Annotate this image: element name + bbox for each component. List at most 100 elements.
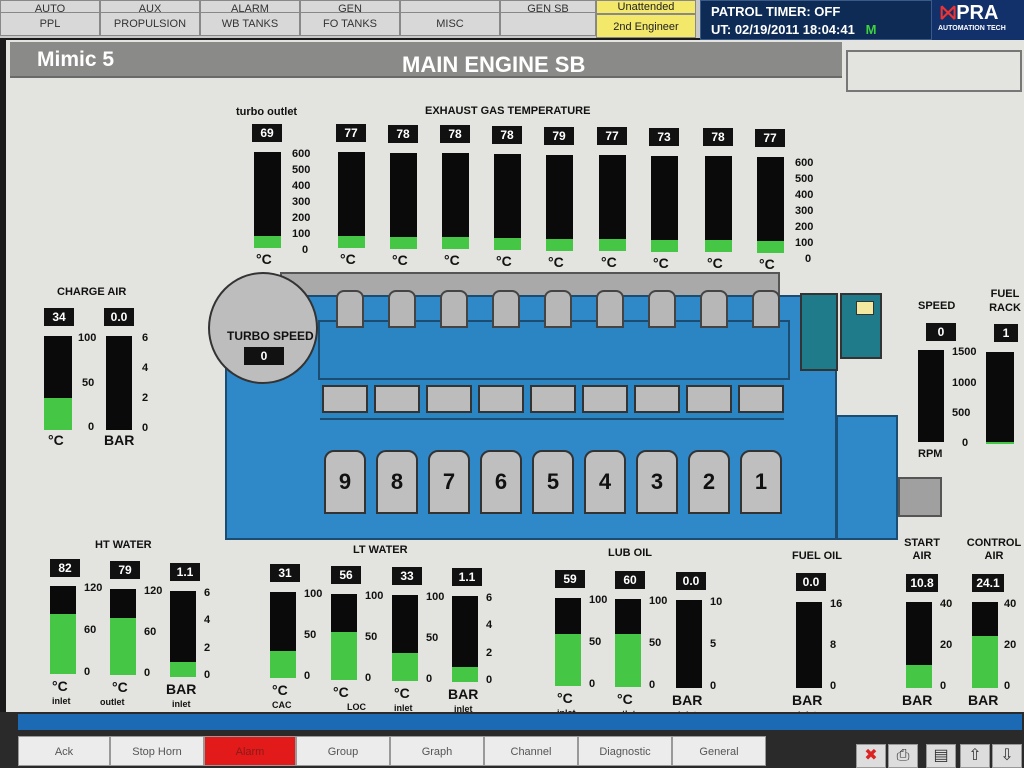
crankcase-door: [322, 385, 368, 413]
speed-label: SPEED: [918, 300, 956, 312]
unit-label: BAR: [104, 432, 135, 448]
lt-water-press-value: 1.1: [452, 568, 482, 586]
exhaust-cyl-bar: [442, 153, 469, 249]
channel-button[interactable]: Channel: [484, 736, 578, 766]
tick: 0: [142, 422, 149, 434]
cylinder-unit: 2: [688, 450, 730, 514]
crankcase-door: [686, 385, 732, 413]
ack-button[interactable]: Ack: [18, 736, 110, 766]
exhaust-cyl-bar: [705, 156, 732, 252]
bar-fill: [254, 236, 281, 248]
unit-label: °C: [601, 254, 617, 270]
cylinder-unit: 3: [636, 450, 678, 514]
exhaust-cyl-bar: [757, 157, 784, 253]
nav-tab-ppl[interactable]: PPL: [0, 12, 100, 36]
arrow-down-icon[interactable]: ⇩: [992, 744, 1022, 768]
tick: 200: [292, 212, 311, 224]
sub-label: inlet: [52, 696, 71, 706]
charge-air-temp-bar: [44, 336, 72, 430]
exhaust-cyl-bar: [494, 154, 521, 250]
title-bar: [10, 42, 842, 78]
general-button[interactable]: General: [672, 736, 766, 766]
print-icon[interactable]: ⎙: [888, 744, 918, 768]
group-button[interactable]: Group: [296, 736, 390, 766]
tick: 20: [940, 639, 953, 651]
tick: 0: [805, 253, 812, 265]
logo-name: PRA: [956, 2, 999, 24]
user-role[interactable]: 2nd Engineer: [596, 14, 696, 38]
graph-button[interactable]: Graph: [390, 736, 484, 766]
nav-tab-wb-tanks[interactable]: WB TANKS: [200, 12, 300, 36]
logbook-icon[interactable]: ▤: [926, 744, 956, 768]
unit-label: BAR: [792, 692, 823, 708]
tick: 6: [142, 332, 149, 344]
arrow-up-icon[interactable]: ⇧: [960, 744, 990, 768]
unit-label: °C: [48, 432, 64, 448]
speed-unit: RPM: [918, 448, 943, 460]
lub-oil-inlet-value: 59: [555, 570, 585, 588]
cylinder-head: [752, 290, 780, 328]
tick: 1000: [952, 377, 977, 389]
tick: 0: [1004, 680, 1011, 692]
nav-tab-misc[interactable]: MISC: [400, 12, 500, 36]
tick: 40: [1004, 598, 1017, 610]
fuel-oil-value: 0.0: [796, 573, 826, 591]
tick: 4: [486, 619, 493, 632]
engine-governor: [800, 293, 838, 371]
unit-label: °C: [653, 255, 669, 271]
bar-fill: [599, 239, 626, 251]
ut-datetime: UT: 02/19/2011 18:04:41: [711, 22, 855, 37]
ht-water-inlet-value: 82: [50, 559, 80, 577]
engine-end-housing: [836, 415, 898, 540]
control-air-label: CONTROL AIR: [966, 537, 1022, 562]
ut-clock: UT: 02/19/2011 18:04:41 M: [711, 21, 921, 39]
tick: 50: [304, 629, 317, 641]
logo-mark-icon: ⨝: [940, 2, 957, 24]
tick: 100: [78, 332, 97, 344]
unit-label: BAR: [672, 692, 703, 708]
tick: 0: [304, 670, 311, 682]
alarm-button[interactable]: Alarm: [204, 736, 296, 766]
turbocharger: [208, 272, 318, 384]
nav-tab-propulsion[interactable]: PROPULSION: [100, 12, 200, 36]
nav-tab-empty[interactable]: [500, 12, 596, 36]
bar-fill: [44, 398, 72, 430]
tick: 0: [144, 667, 151, 679]
unit-label: °C: [272, 682, 288, 698]
tick: 6: [204, 587, 211, 599]
tick: 40: [940, 598, 953, 610]
alarm-mute-icon[interactable]: ✖: [856, 744, 886, 768]
unit-label: °C: [548, 254, 564, 270]
tick: 50: [426, 632, 439, 644]
unit-label: °C: [52, 678, 68, 694]
tick: 0: [589, 678, 596, 690]
stop-horn-button[interactable]: Stop Horn: [110, 736, 204, 766]
tick: 2: [204, 641, 211, 654]
lt-water-inlet-value: 33: [392, 567, 422, 585]
unit-label: °C: [340, 251, 356, 267]
control-air-bar: [972, 602, 998, 688]
tick: 50: [365, 631, 378, 643]
tick: 8: [830, 639, 837, 651]
diagnostic-button[interactable]: Diagnostic: [578, 736, 672, 766]
crankcase-door: [634, 385, 680, 413]
crankcase-door: [374, 385, 420, 413]
sub-label: CAC: [272, 700, 292, 710]
engine-upper-panel: [318, 320, 790, 380]
unit-label: °C: [496, 253, 512, 269]
page-title: MAIN ENGINE SB: [402, 52, 586, 77]
tick: 20: [1004, 639, 1017, 651]
bar-fill: [906, 664, 932, 688]
unit-label: °C: [394, 685, 410, 701]
cylinder-unit: 6: [480, 450, 522, 514]
turbo-speed-label: TURBO SPEED: [227, 329, 314, 343]
tick: 300: [795, 205, 814, 217]
lt-water-cac-value: 31: [270, 564, 300, 582]
company-logo: ⨝PRA AUTOMATION TECH: [932, 0, 1024, 40]
bar-fill: [757, 241, 784, 253]
nav-tab-fo-tanks[interactable]: FO TANKS: [300, 12, 400, 36]
tick: 100: [292, 228, 311, 240]
turbo-outlet-label: turbo outlet: [236, 106, 298, 118]
logo-sub: AUTOMATION TECH: [938, 25, 1006, 32]
